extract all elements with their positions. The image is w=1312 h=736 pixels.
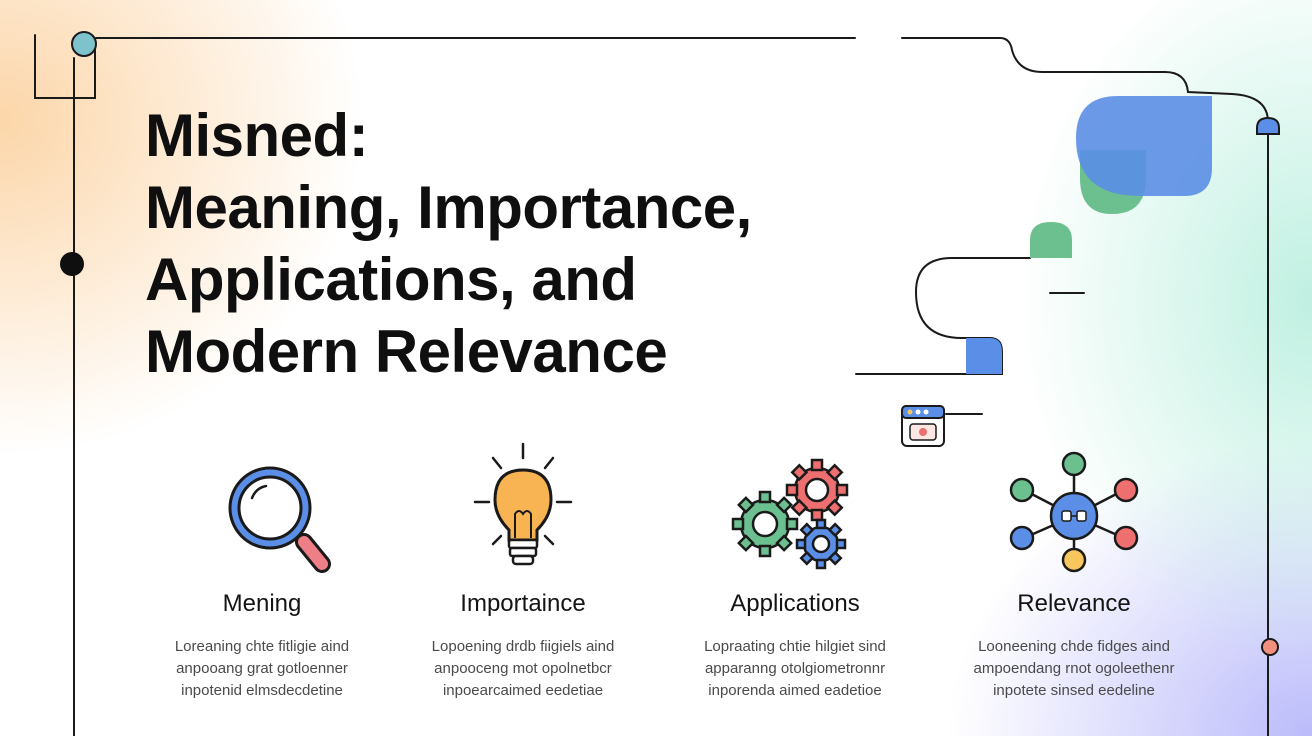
title-line-1: Misned: [145, 102, 369, 169]
description-line: Loreaning chte fitligie aind [174, 638, 350, 655]
feature-relevance: Relevance Looneening chde fidges aind am… [949, 440, 1199, 699]
description-line: apparanng otolgiometronnr [704, 660, 886, 677]
feature-description: Lopoening drdb fiigiels aind anpooceng m… [398, 636, 648, 702]
title-line-4: Modern Relevance [145, 318, 668, 385]
gears-icon [731, 458, 849, 570]
feature-description: Looneening chde fidges aind ampoendang r… [949, 636, 1199, 702]
lightbulb-icon [473, 442, 573, 566]
description-line: anpooceng mot opolnetbcr [434, 660, 612, 677]
description-line: inpoearcaimed eedetiae [442, 682, 604, 699]
description-line: inporenda aimed eadetioe [708, 682, 882, 699]
feature-importance: Importaince Lopoening drdb fiigiels aind… [398, 440, 648, 699]
corner-bracket-left [34, 34, 96, 99]
description-line: anpooang grat gotloenner [176, 660, 348, 677]
device-icon [901, 405, 945, 447]
feature-label: Importaince [460, 590, 586, 617]
description-line: inpotete sinsed eedeline [993, 682, 1155, 699]
feature-label: Applications [730, 590, 860, 617]
teal-dot [71, 31, 97, 57]
title-line-2: Meaning, Importance, [145, 174, 752, 241]
coral-dot [1261, 638, 1279, 656]
description-line: Lopraating chtie hilgiet sind [704, 638, 886, 655]
description-line: ampoendang rnot ogoleethenr [973, 660, 1175, 677]
description-line: inpotenid elmsdecdetine [181, 682, 343, 699]
green-tab [1030, 222, 1072, 258]
blue-blob [1076, 96, 1212, 196]
description-line: Looneening chde fidges aind [978, 638, 1170, 655]
blue-tab [966, 338, 1002, 374]
description-line: Lopoening drdb fiigiels aind [431, 638, 615, 655]
title-line-3: Applications, and [145, 246, 637, 313]
black-dot [60, 252, 84, 276]
network-icon [1009, 451, 1139, 573]
feature-label: Mening [222, 590, 302, 617]
page-title: Misned: Meaning, Importance, Application… [145, 100, 752, 388]
feature-meaning: Mening Loreaning chte fitligie aind anpo… [137, 440, 387, 699]
feature-description: Lopraating chtie hilgiet sind apparanng … [670, 636, 920, 702]
feature-label: Relevance [1017, 590, 1131, 617]
feature-description: Loreaning chte fitligie aind anpooang gr… [137, 636, 387, 702]
winding-wire [855, 257, 1031, 375]
right-wire [901, 37, 1269, 736]
green-gear-icon [731, 490, 799, 558]
feature-applications: Applications Lopraating chtie hilgiet si… [670, 440, 920, 699]
magnifying-glass-icon [228, 466, 331, 573]
blue-gear-icon [795, 518, 847, 570]
red-gear-icon [785, 458, 849, 522]
blue-half-dot [1256, 116, 1280, 135]
